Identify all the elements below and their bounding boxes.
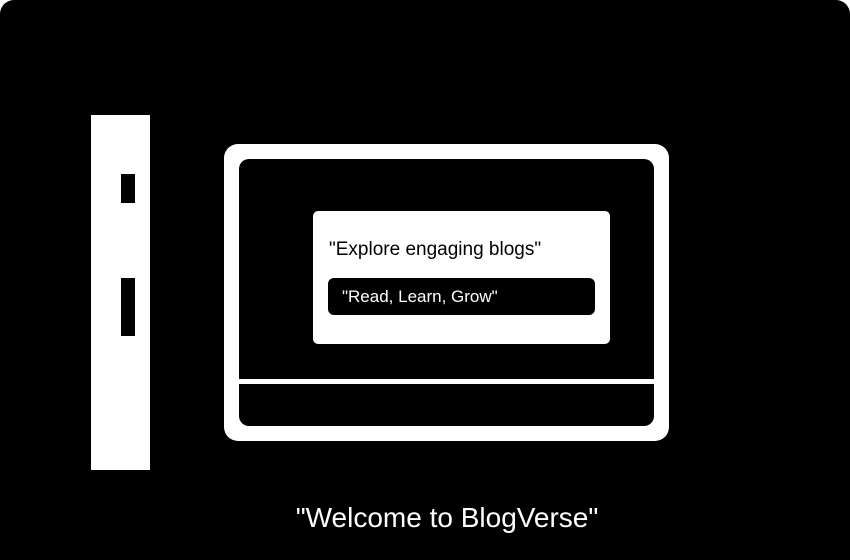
hero-card-title: "Explore engaging blogs" [329,239,542,260]
welcome-heading: "Welcome to BlogVerse" [295,502,599,533]
laptop-screen: "Explore engaging blogs" "Read, Learn, G… [239,159,654,379]
hero-card-tagline: "Read, Learn, Grow" [328,278,595,315]
laptop-base [239,384,654,426]
side-panel [91,115,150,470]
side-panel-slot-top [121,174,135,203]
laptop-illustration: "Explore engaging blogs" "Read, Learn, G… [224,144,669,441]
hero-card: "Explore engaging blogs" "Read, Learn, G… [313,211,610,344]
side-panel-slot-bottom [121,278,135,336]
